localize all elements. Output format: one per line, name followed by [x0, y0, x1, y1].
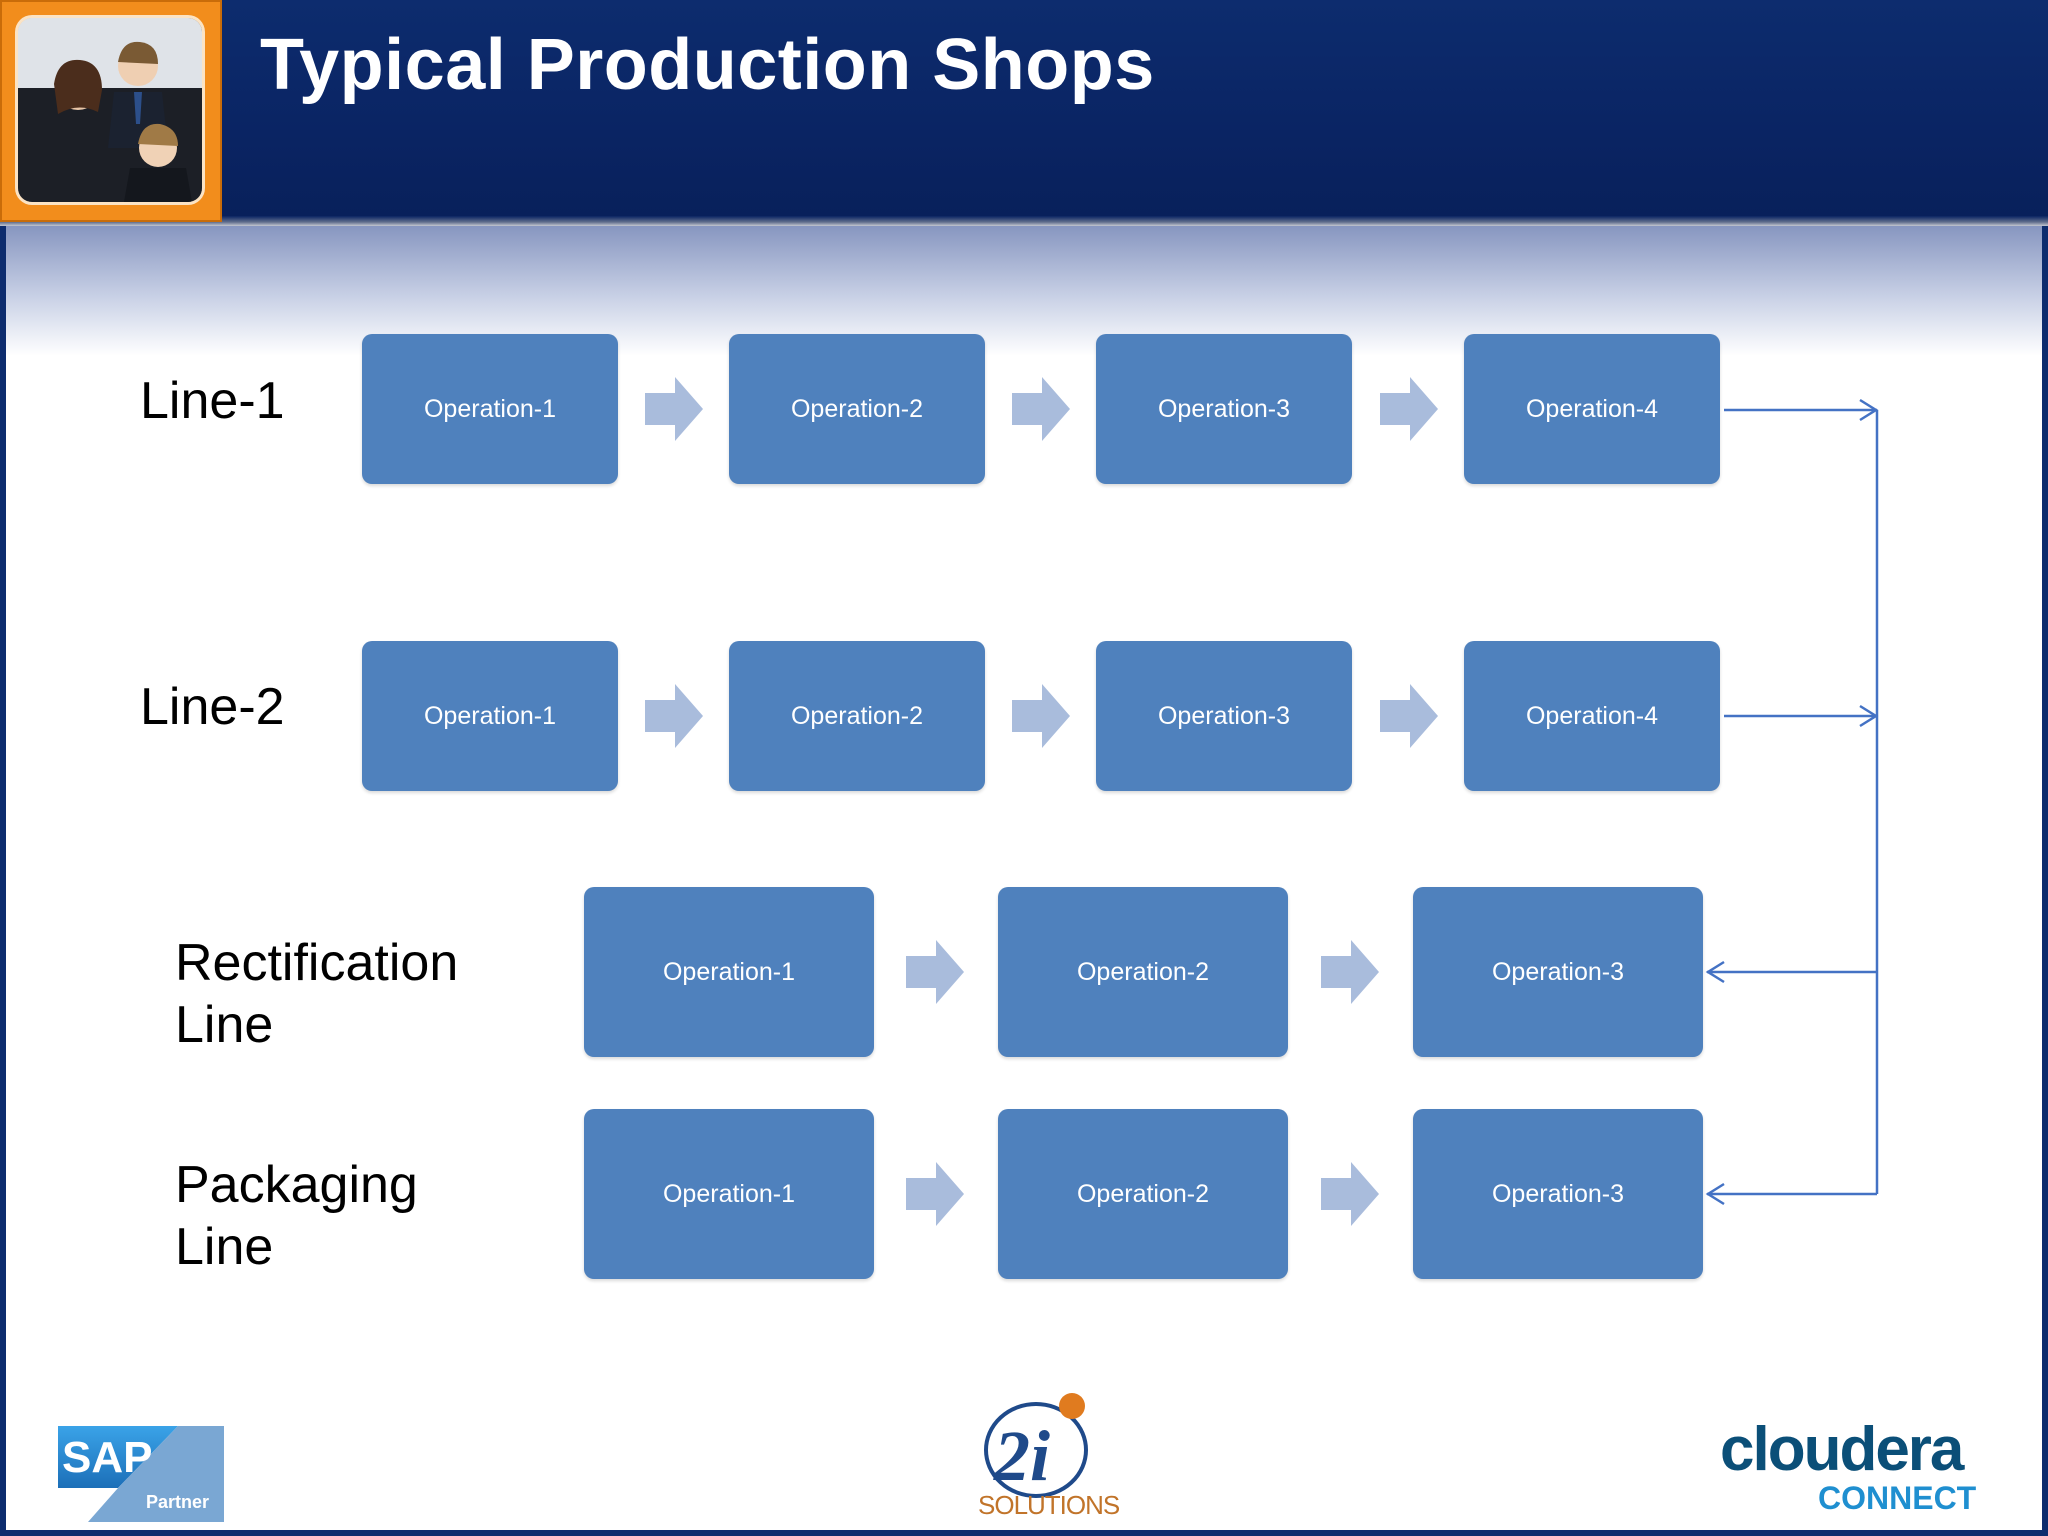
slide-title: Typical Production Shops — [260, 25, 1155, 105]
2i-wordmark: 2i — [993, 1416, 1050, 1496]
packaging-operation-2: Operation-2 — [998, 1109, 1288, 1279]
cloudera-connect-text: CONNECT — [1818, 1480, 1977, 1516]
sap-partner-logo: SAP — [58, 1426, 224, 1522]
flow-arrow-icon — [1321, 1162, 1379, 1226]
line-2-operation-4: Operation-4 — [1464, 641, 1720, 791]
line-1-label: Line-1 — [140, 372, 285, 430]
slide-border-right — [2042, 226, 2048, 1536]
packaging-line-label: Packaging Line — [175, 1156, 418, 1276]
packaging-operation-1: Operation-1 — [584, 1109, 874, 1279]
flow-arrow-icon — [906, 940, 964, 1004]
slide-header — [0, 0, 2048, 224]
flow-arrow-icon — [1012, 684, 1070, 748]
sap-partner-text: Partner — [146, 1492, 210, 1512]
header-photo-frame — [0, 0, 222, 222]
line-2-operation-3: Operation-3 — [1096, 641, 1352, 791]
packaging-operation-3: Operation-3 — [1413, 1109, 1703, 1279]
slide-border-left — [0, 226, 6, 1536]
flow-arrow-icon — [1380, 684, 1438, 748]
team-photo — [18, 18, 202, 202]
line-1-operation-4: Operation-4 — [1464, 334, 1720, 484]
sap-wordmark: SAP — [62, 1433, 152, 1482]
flow-arrow-icon — [1012, 377, 1070, 441]
line-2-operation-1: Operation-1 — [362, 641, 618, 791]
flow-arrow-icon — [645, 684, 703, 748]
2i-solutions-logo: 2i — [984, 1393, 1088, 1498]
flow-arrow-icon — [906, 1162, 964, 1226]
cloudera-logo: cloudera — [1720, 1415, 1964, 1484]
line-2-label: Line-2 — [140, 678, 285, 736]
rectification-line-label: Rectification Line — [175, 934, 459, 1054]
line-1-operation-2: Operation-2 — [729, 334, 985, 484]
flow-arrow-icon — [1380, 377, 1438, 441]
line-1-operation-1: Operation-1 — [362, 334, 618, 484]
line-2-operation-2: Operation-2 — [729, 641, 985, 791]
flow-arrow-icon — [645, 377, 703, 441]
rectification-operation-2: Operation-2 — [998, 887, 1288, 1057]
rectification-operation-1: Operation-1 — [584, 887, 874, 1057]
line-1-operation-3: Operation-3 — [1096, 334, 1352, 484]
header-divider — [0, 216, 2048, 226]
2i-solutions-text: SOLUTIONS — [978, 1490, 1120, 1520]
slide-border-bottom — [0, 1530, 2048, 1536]
rectification-operation-3: Operation-3 — [1413, 887, 1703, 1057]
flow-arrow-icon — [1321, 940, 1379, 1004]
